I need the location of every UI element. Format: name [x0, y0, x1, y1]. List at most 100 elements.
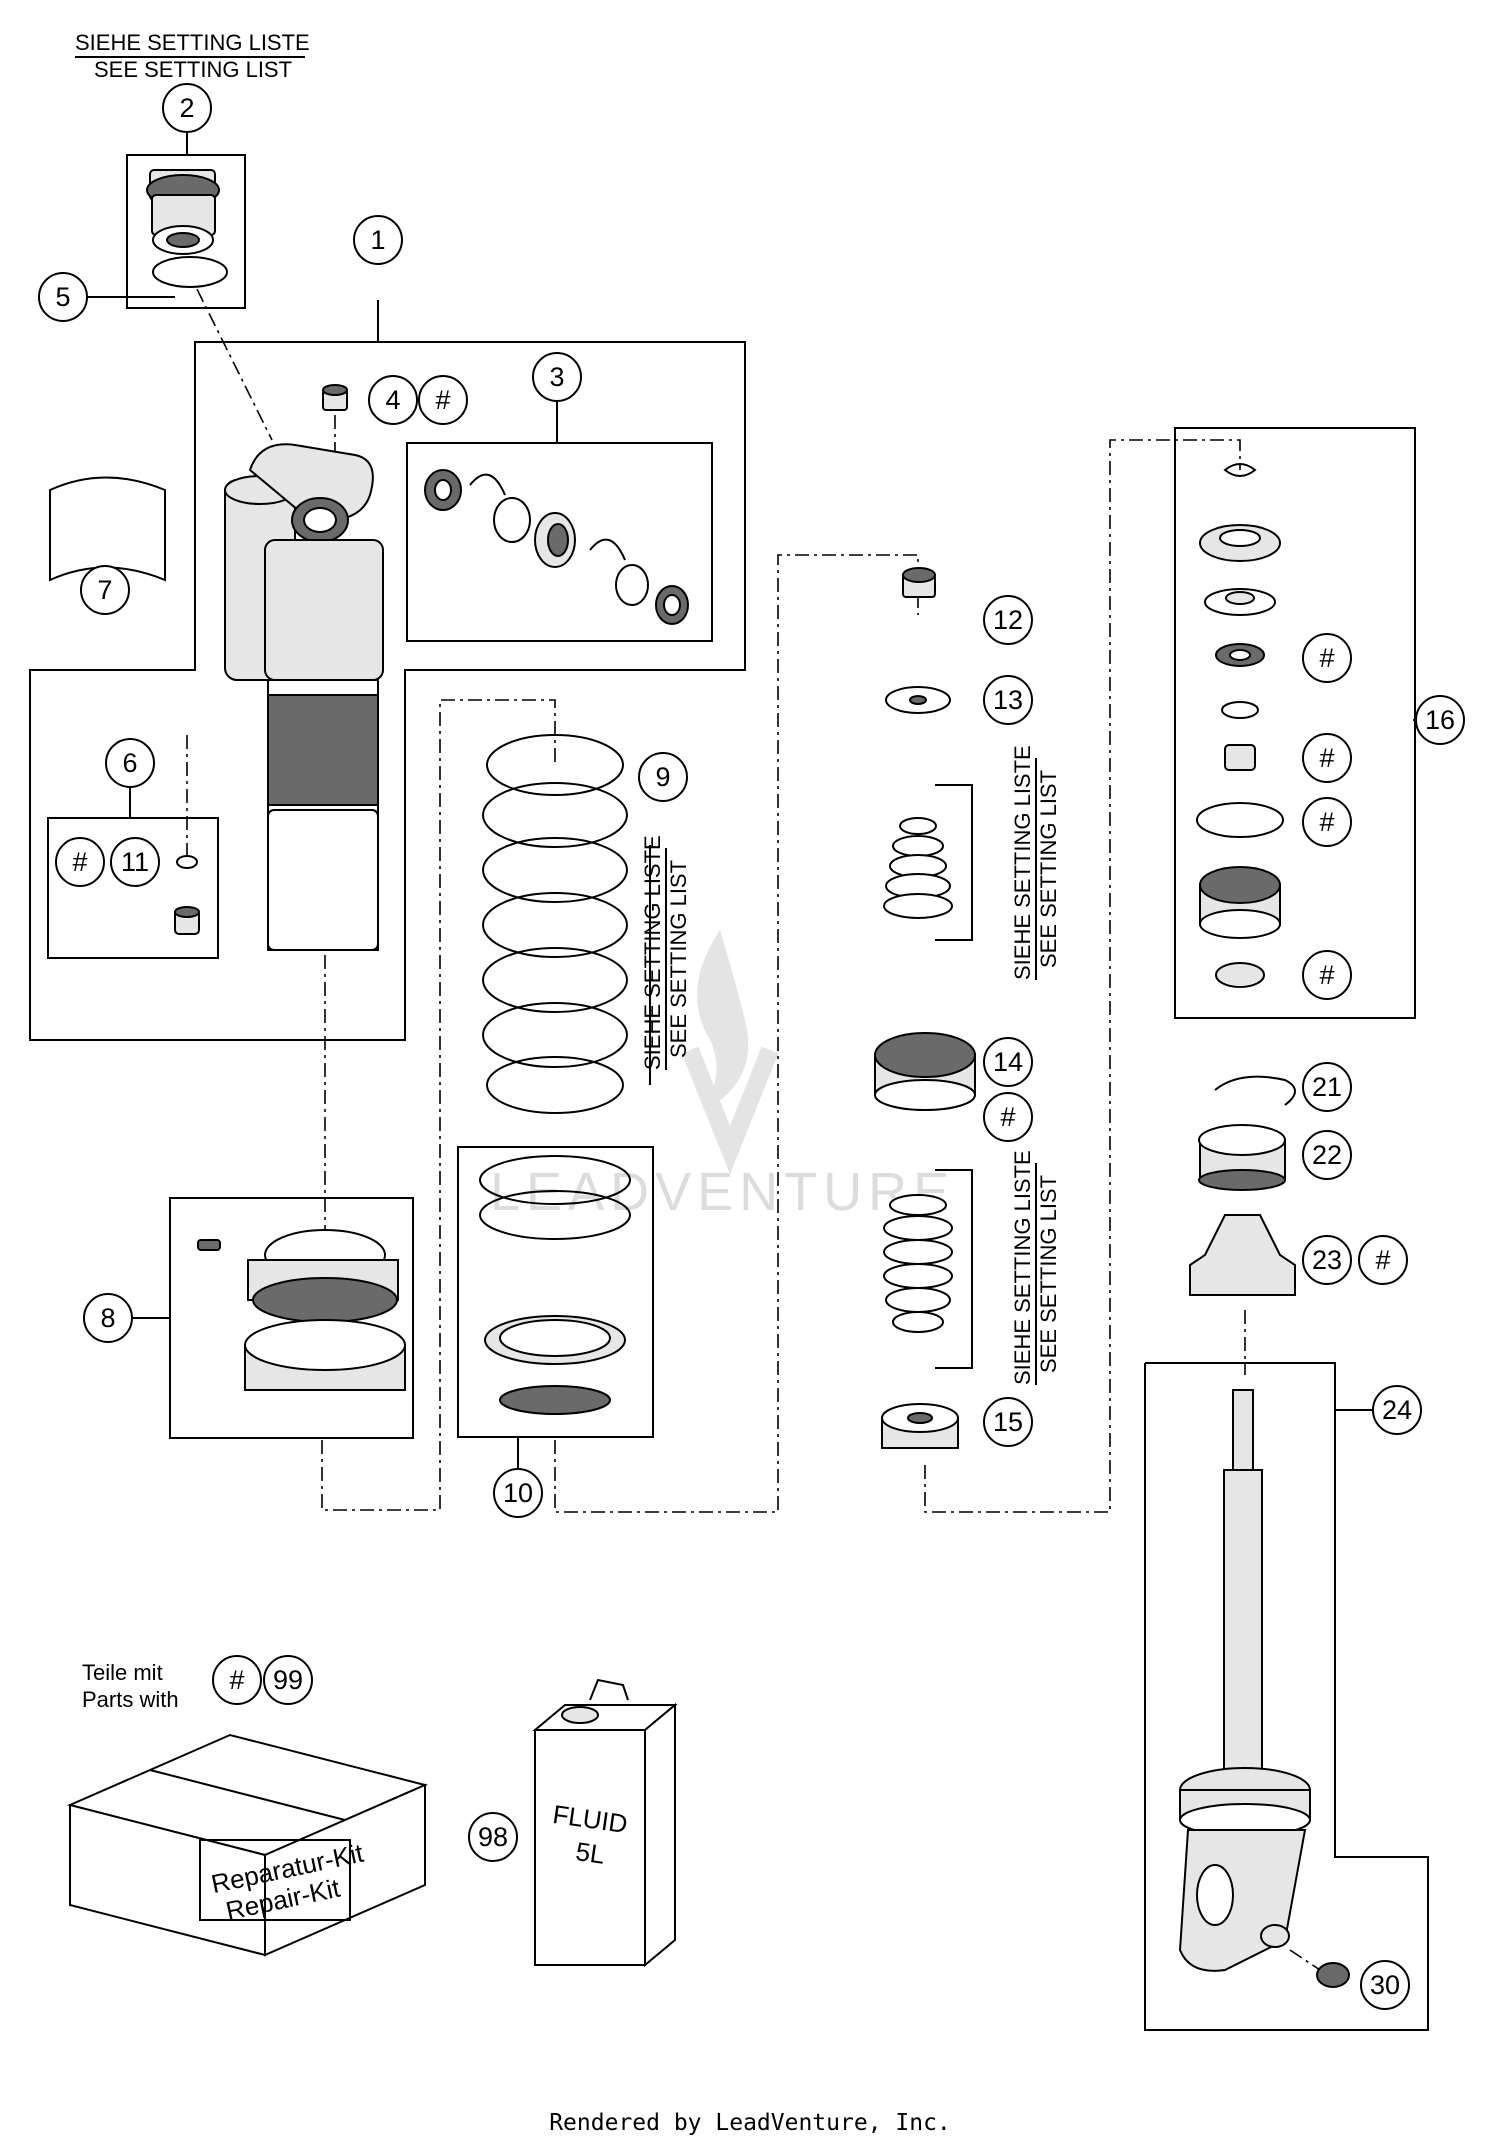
callout-label: 7: [97, 575, 112, 605]
repair-kit-box: Reparatur-Kit Repair-Kit: [66, 1733, 429, 1957]
setting-note-de: SIEHE SETTING LISTE: [75, 30, 310, 55]
callout-label: 6: [122, 748, 137, 778]
callout-label: 5: [55, 282, 70, 312]
callout-circle: [1372, 1385, 1422, 1435]
callout-3: 3: [532, 352, 582, 402]
callout-circle: [1302, 633, 1352, 683]
part-15-spacer: [881, 1403, 959, 1449]
callout-label: #: [1319, 960, 1334, 990]
part-23-bump-stop: [1189, 1214, 1296, 1296]
callout-circle: [1302, 1130, 1352, 1180]
setting-note-spring-en: SEE SETTING LIST: [666, 860, 691, 1058]
setting-note-shims-upper: SIEHE SETTING LISTE SEE SETTING LIST: [1010, 745, 1061, 980]
callout-label: 1: [370, 225, 385, 255]
callout-hash: #: [1302, 633, 1352, 683]
callout-circle: [1358, 1235, 1408, 1285]
callout-circle: [1360, 1960, 1410, 2010]
center-lines: [184, 264, 1321, 1971]
callout-label: 9: [655, 762, 670, 792]
callout-1: 1: [353, 215, 403, 265]
callout-10: 10: [493, 1468, 543, 1518]
callout-label: 8: [100, 1303, 115, 1333]
callout-circle: [532, 352, 582, 402]
callout-label: #: [1319, 643, 1334, 673]
part-14-piston: [874, 1032, 976, 1111]
callout-circle: [368, 375, 418, 425]
kit-note: Teile mit Parts with: [82, 1660, 179, 1712]
callout-label: 13: [993, 685, 1023, 715]
callout-circle: [80, 565, 130, 615]
callout-99: 99: [263, 1655, 313, 1705]
part-22-retainer: [1198, 1124, 1286, 1191]
callout-label: 2: [179, 93, 194, 123]
callout-label: 11: [121, 847, 149, 877]
callout-circle: [468, 1812, 518, 1862]
callout-hash: #: [212, 1655, 262, 1705]
callout-circle: [162, 83, 212, 133]
callouts: 1234#5678910#11121314#1516####212223#243…: [38, 83, 1465, 2010]
part-11-washer-screw: [174, 855, 200, 935]
callout-7: 7: [80, 565, 130, 615]
part-3-seal-group: [424, 469, 689, 625]
callout-30: 30: [1360, 1960, 1410, 2010]
part-21-clip: [1214, 1075, 1296, 1106]
callout-circle: [105, 738, 155, 788]
callout-circle: [983, 1037, 1033, 1087]
callout-label: 98: [478, 1822, 508, 1852]
callout-label: #: [229, 1665, 244, 1695]
callout-hash: #: [983, 1092, 1033, 1142]
leader-lines: [29, 132, 1429, 2031]
callout-circle: [983, 595, 1033, 645]
callout-label: 16: [1425, 705, 1455, 735]
callout-24: 24: [1372, 1385, 1422, 1435]
callout-hash: #: [1302, 797, 1352, 847]
setting-note-spring: SIEHE SETTING LISTE SEE SETTING LIST: [640, 835, 691, 1070]
callout-circle: [418, 375, 468, 425]
callout-label: #: [1319, 743, 1334, 773]
callout-23: 23: [1302, 1235, 1352, 1285]
kit-note-en: Parts with: [82, 1687, 179, 1712]
callout-label: 14: [993, 1047, 1023, 1077]
callout-label: 22: [1312, 1140, 1342, 1170]
callout-label: 99: [273, 1665, 303, 1695]
setting-note-top: SIEHE SETTING LISTE SEE SETTING LIST: [75, 30, 310, 82]
callout-circle: [983, 1092, 1033, 1142]
callout-circle: [263, 1655, 313, 1705]
callout-label: 23: [1312, 1245, 1342, 1275]
setting-note-upper-de: SIEHE SETTING LISTE: [1010, 745, 1035, 980]
callout-circle: [1302, 797, 1352, 847]
thread-lines: [267, 694, 379, 806]
part-4-screw: [322, 384, 348, 411]
footer-credit: Rendered by LeadVenture, Inc.: [549, 2110, 951, 2136]
callout-circle: [83, 1293, 133, 1343]
callout-label: 10: [503, 1478, 533, 1508]
callout-9: 9: [638, 752, 688, 802]
setting-note-lower-de: SIEHE SETTING LISTE: [1010, 1150, 1035, 1385]
callout-6: 6: [105, 738, 155, 788]
callout-circle: [638, 752, 688, 802]
fluid-can: FLUID 5L: [532, 1678, 678, 1968]
callout-label: 24: [1382, 1395, 1412, 1425]
callout-circle: [1302, 733, 1352, 783]
callout-hash: #: [1358, 1235, 1408, 1285]
callout-circle: [983, 675, 1033, 725]
part-1-shock-body: [224, 443, 384, 951]
callout-label: 30: [1370, 1970, 1400, 2000]
callout-label: #: [72, 847, 87, 877]
callout-11: 11: [110, 837, 160, 887]
callout-label: #: [1000, 1102, 1015, 1132]
callout-label: 21: [1312, 1072, 1342, 1102]
part-10-spring-seats: [479, 1155, 631, 1415]
callout-13: 13: [983, 675, 1033, 725]
part-7-sleeve: [49, 476, 166, 582]
callout-circle: [55, 837, 105, 887]
callout-circle: [1302, 950, 1352, 1000]
setting-note-lower-en: SEE SETTING LIST: [1036, 1175, 1061, 1373]
callout-21: 21: [1302, 1062, 1352, 1112]
setting-note-upper-en: SEE SETTING LIST: [1036, 770, 1061, 968]
part-5-o-ring: [152, 256, 228, 288]
setting-note-spring-de: SIEHE SETTING LISTE: [640, 835, 665, 1070]
callout-hash: #: [55, 837, 105, 887]
callout-hash: #: [1302, 733, 1352, 783]
